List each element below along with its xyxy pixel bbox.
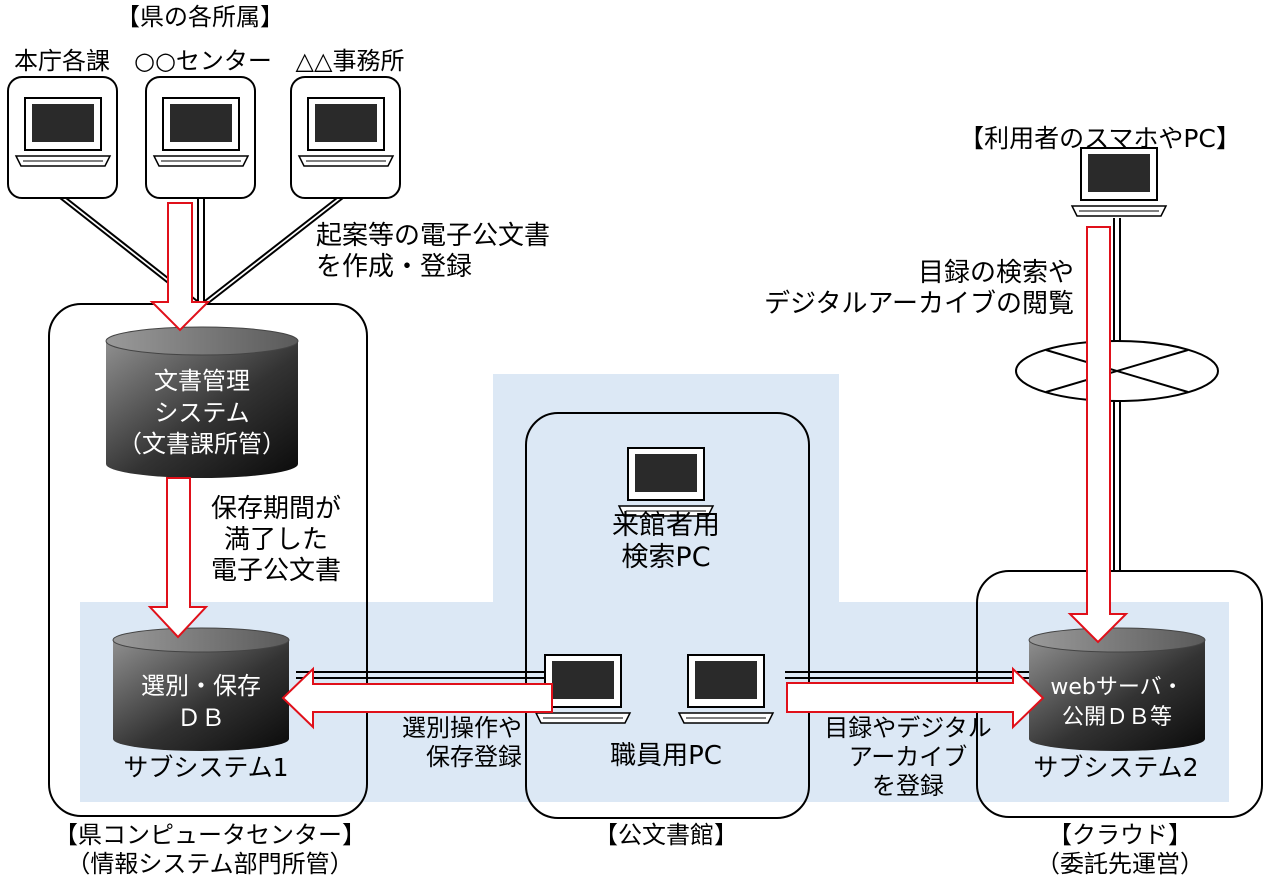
laptop-icon: [153, 97, 249, 167]
laptop-icon: [1071, 147, 1167, 217]
publish-flow-label: 目録やデジタル アーカイブ を登録: [824, 714, 992, 800]
visitor-pc-label: 来館者用 検索PC: [612, 510, 720, 574]
subsystem-1-label: サブシステム1: [123, 753, 289, 782]
arrow-expire: [147, 477, 209, 639]
arrow-view: [1067, 226, 1129, 644]
expire-flow-label: 保存期間が 満了した 電子公文書: [210, 494, 341, 587]
internet-ellipse: [1015, 340, 1219, 402]
office-label-2: ○○センター: [134, 47, 272, 75]
view-flow-label: 目録の検索や デジタルアーカイブの閲覧: [764, 258, 1074, 320]
laptop-icon: [15, 97, 111, 167]
archives-label: 【公文書館】: [594, 821, 738, 849]
arrow-create: [149, 202, 211, 332]
staff-pc-label: 職員用PC: [610, 741, 722, 771]
users-heading: 【利用者のスマホやPC】: [959, 124, 1241, 153]
office-links: [59, 197, 344, 305]
doc-mgmt-db-icon: [105, 326, 299, 478]
cloud-label: 【クラウド】 （委託先運営）: [1036, 821, 1204, 878]
laptop-icon: [618, 447, 714, 517]
staff-links: [296, 671, 1030, 679]
select-flow-label: 選別操作や 保存登録: [402, 714, 522, 771]
offices-heading: 【県の各所属】: [116, 3, 284, 31]
archives-box: [525, 412, 810, 819]
subsystem-2-label: サブシステム2: [1033, 753, 1199, 782]
web-db-icon: [1028, 627, 1206, 751]
arrow-select: [281, 666, 553, 730]
doc-mgmt-db-label: 文書管理 システム （文書課所管）: [118, 367, 286, 459]
web-db-label: webサーバ・ 公開ＤＢ等: [1050, 675, 1184, 730]
selection-db-label: 選別・保存 ＤＢ: [141, 672, 261, 733]
office-label-1: 本庁各課: [14, 47, 110, 75]
arrow-publish: [786, 666, 1045, 730]
create-flow-label: 起案等の電子公文書 を作成・登録: [316, 221, 551, 283]
laptop-icon: [298, 97, 394, 167]
laptop-icon: [678, 654, 774, 724]
office-label-3: △△事務所: [295, 47, 405, 75]
selection-db-icon: [112, 627, 290, 751]
pref-center-label: 【県コンピュータセンター】 （情報システム部門所管）: [54, 821, 366, 878]
